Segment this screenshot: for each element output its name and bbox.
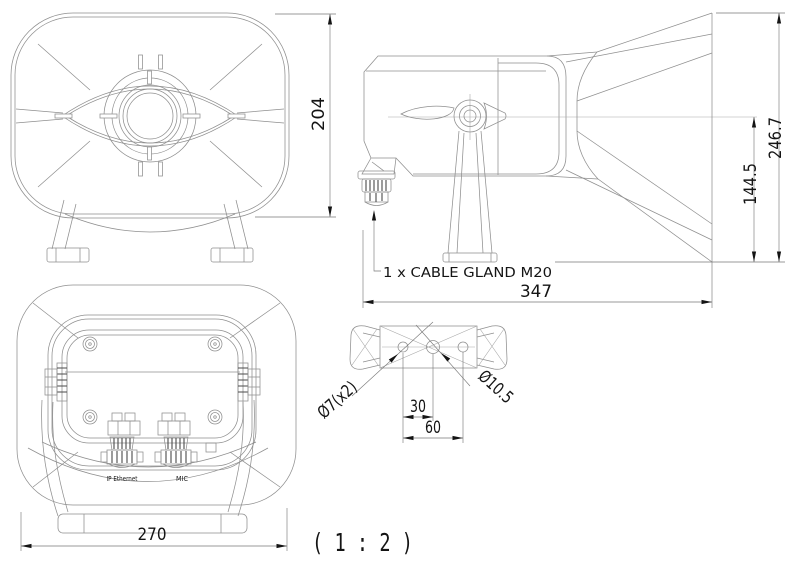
drawing-scale-label: ( 1 : 2 ) xyxy=(312,528,413,557)
connector-label-ethernet: IP Ethernet xyxy=(107,475,138,483)
dim-mouth-height-label: 246.7 xyxy=(766,117,786,159)
horn-bell-inner-outline xyxy=(14,16,286,215)
pivot-knob-left xyxy=(44,362,68,402)
dim-axis-to-bottom-label: 144.5 xyxy=(741,163,761,205)
dim-hole-small-label: Ø7(x2) xyxy=(314,377,362,423)
dim-hole-pitch-30-label: 30 xyxy=(410,397,426,417)
knob-lever-blade xyxy=(400,105,455,120)
bracket-wing-right xyxy=(476,325,508,370)
cable-gland-ethernet xyxy=(100,436,144,468)
rear-bracket xyxy=(41,399,255,534)
bracket-arm xyxy=(442,130,498,263)
cable-gland-mic xyxy=(154,436,198,468)
rear-can-profile xyxy=(413,62,560,175)
dim-front-height-label: 204 xyxy=(309,97,329,131)
alignment-ticks xyxy=(54,54,246,177)
side-view xyxy=(357,12,757,263)
mounting-hole-small-left xyxy=(397,341,409,353)
connector-label-mic: MIC xyxy=(176,475,188,483)
bell-lip-outer xyxy=(47,314,257,471)
can-screws xyxy=(82,336,223,425)
horn-throat xyxy=(576,51,599,180)
dimension-lines xyxy=(20,12,785,551)
cable-gland-side xyxy=(357,170,396,206)
rear-can-outline xyxy=(61,329,244,444)
bell-pinch-lines xyxy=(15,108,285,124)
bell-lip-inner xyxy=(51,318,253,467)
body-outline xyxy=(363,55,567,177)
bracket-knob xyxy=(400,99,507,133)
front-view xyxy=(10,12,290,263)
front-mounting-bracket xyxy=(46,199,254,263)
dim-front-width-label: 270 xyxy=(138,525,167,545)
rear-bell-outline xyxy=(16,284,297,506)
cable-gland-annotation: 1 x CABLE GLAND M20 xyxy=(383,265,552,281)
bracket-wing-left xyxy=(349,325,381,370)
terminal-blocks xyxy=(107,412,217,453)
bracket-hole-view xyxy=(349,325,508,370)
dim-overall-length-label: 347 xyxy=(520,282,552,302)
knob-lever-tip xyxy=(483,102,507,130)
rear-view xyxy=(16,284,297,534)
horn-bell-outline xyxy=(10,12,290,219)
gland-mount-wedge xyxy=(361,157,397,175)
bell-cushion-arcs xyxy=(61,85,239,147)
dim-hole-pitch-60-label: 60 xyxy=(425,418,441,438)
pivot-knob-right xyxy=(237,362,261,402)
mounting-hole-large-center xyxy=(426,340,440,354)
bell-bottom-curves xyxy=(27,441,269,482)
bell-fold-lines xyxy=(37,43,263,188)
dim-hole-large-label: Ø10.5 xyxy=(474,366,517,408)
rear-fold-lines xyxy=(32,302,281,488)
horn-flare xyxy=(545,12,713,263)
